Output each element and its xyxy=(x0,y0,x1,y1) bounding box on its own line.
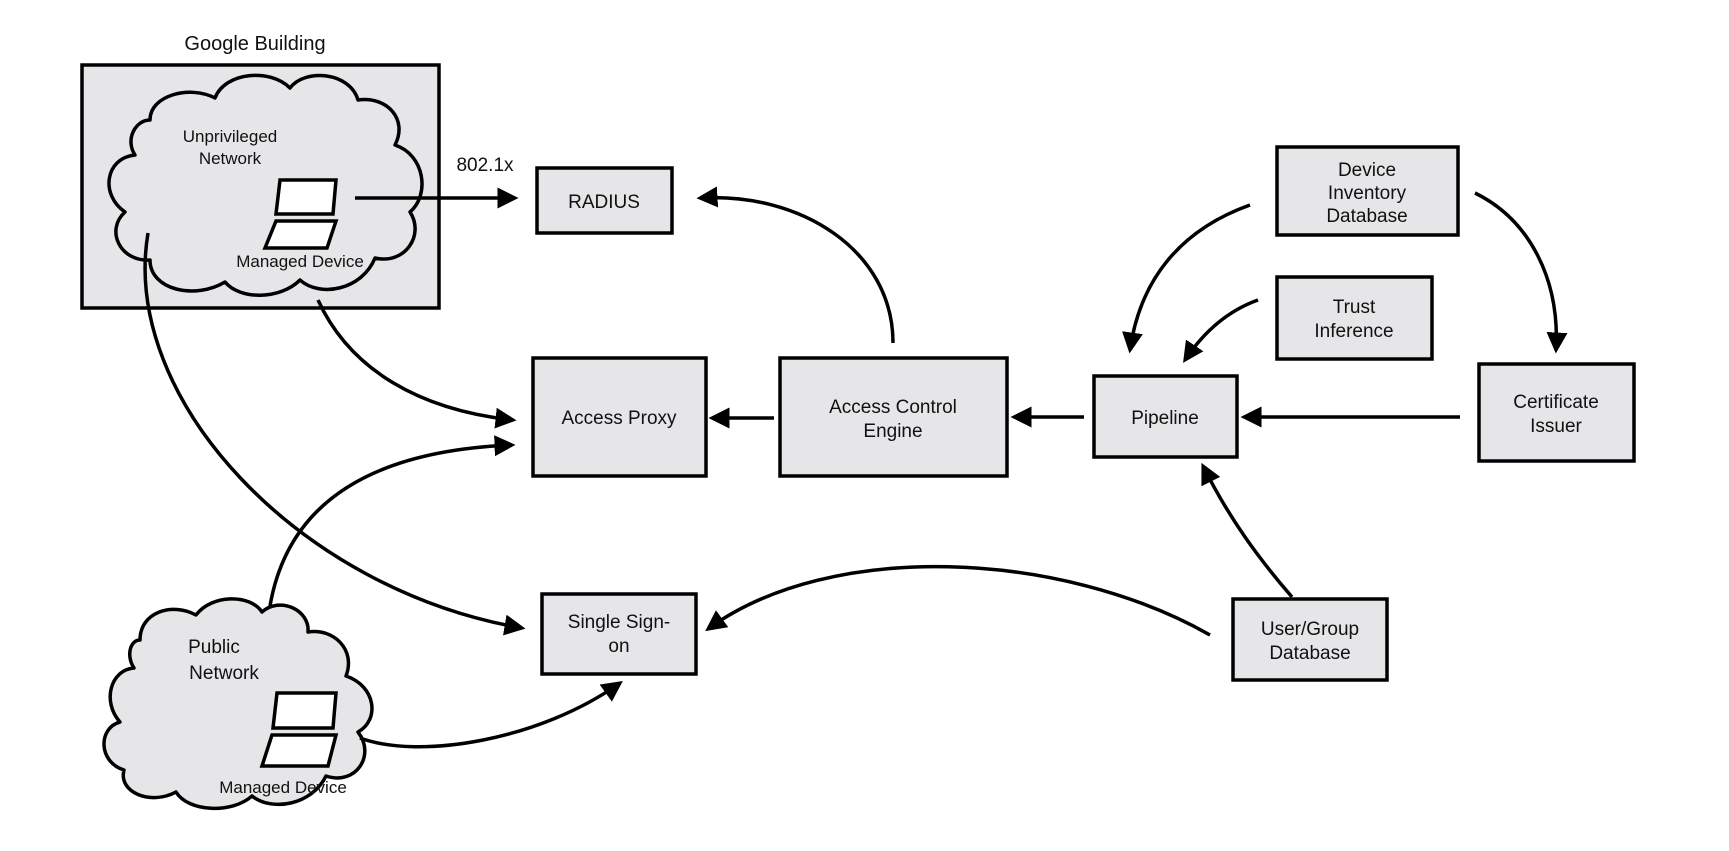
radius-label: RADIUS xyxy=(568,192,640,213)
device-inventory-label-2: Inventory xyxy=(1328,183,1407,204)
single-sign-on-label-2: on xyxy=(608,636,629,657)
access-proxy-box xyxy=(531,356,708,478)
public-network-label-2: Network xyxy=(189,663,259,684)
edge-device-inventory-to-cert-issuer xyxy=(1474,191,1568,354)
edge-trust-inference-to-pipeline xyxy=(1183,298,1259,363)
building-title: Google Building xyxy=(184,33,325,55)
user-group-database-box xyxy=(1231,597,1389,682)
edge-user-group-to-sso xyxy=(705,564,1211,637)
user-group-database-label-2: Database xyxy=(1269,643,1350,664)
edge-user-group-to-pipeline xyxy=(1201,462,1294,599)
access-proxy-label: Access Proxy xyxy=(561,408,677,429)
trust-inference-label-2: Inference xyxy=(1314,321,1393,342)
public-network-label-1: Public xyxy=(188,637,240,658)
pipeline-label: Pipeline xyxy=(1131,408,1199,429)
access-control-engine-label-1: Access Control xyxy=(829,397,957,418)
device-inventory-label-1: Device xyxy=(1338,160,1396,181)
certificate-issuer-label-2: Issuer xyxy=(1530,416,1582,437)
managed-device-label-2: Managed Device xyxy=(219,778,347,797)
pipeline-box xyxy=(1092,374,1239,459)
certificate-issuer-box xyxy=(1477,362,1636,463)
trust-inference-label-1: Trust xyxy=(1333,297,1376,318)
user-group-database-label-1: User/Group xyxy=(1261,619,1359,640)
trust-inference-box xyxy=(1275,275,1434,361)
managed-device-label-1: Managed Device xyxy=(236,252,364,271)
laptop-icon xyxy=(262,178,339,250)
edge-device-inventory-to-pipeline xyxy=(1122,203,1251,354)
single-sign-on-label-1: Single Sign- xyxy=(568,612,670,633)
single-sign-on-box xyxy=(540,592,698,676)
unprivileged-network-label-2: Network xyxy=(199,149,262,168)
edge-building-to-sso xyxy=(143,232,526,636)
edge-label-8021x: 802.1x xyxy=(456,155,514,176)
device-inventory-label-3: Database xyxy=(1326,206,1407,227)
certificate-issuer-label-1: Certificate xyxy=(1513,392,1599,413)
edge-building-to-access-proxy xyxy=(316,299,517,429)
edge-public-device-to-sso xyxy=(359,680,623,749)
unprivileged-network-label-1: Unprivileged xyxy=(183,127,278,146)
laptop-icon xyxy=(259,691,339,768)
access-control-engine-box xyxy=(778,356,1009,478)
radius-box xyxy=(535,166,674,235)
device-inventory-database-box xyxy=(1275,145,1460,237)
access-control-engine-label-2: Engine xyxy=(863,421,922,442)
edge-public-to-access-proxy xyxy=(268,435,516,607)
edge-ace-to-radius xyxy=(696,186,895,344)
unprivileged-network-cloud xyxy=(107,73,424,297)
